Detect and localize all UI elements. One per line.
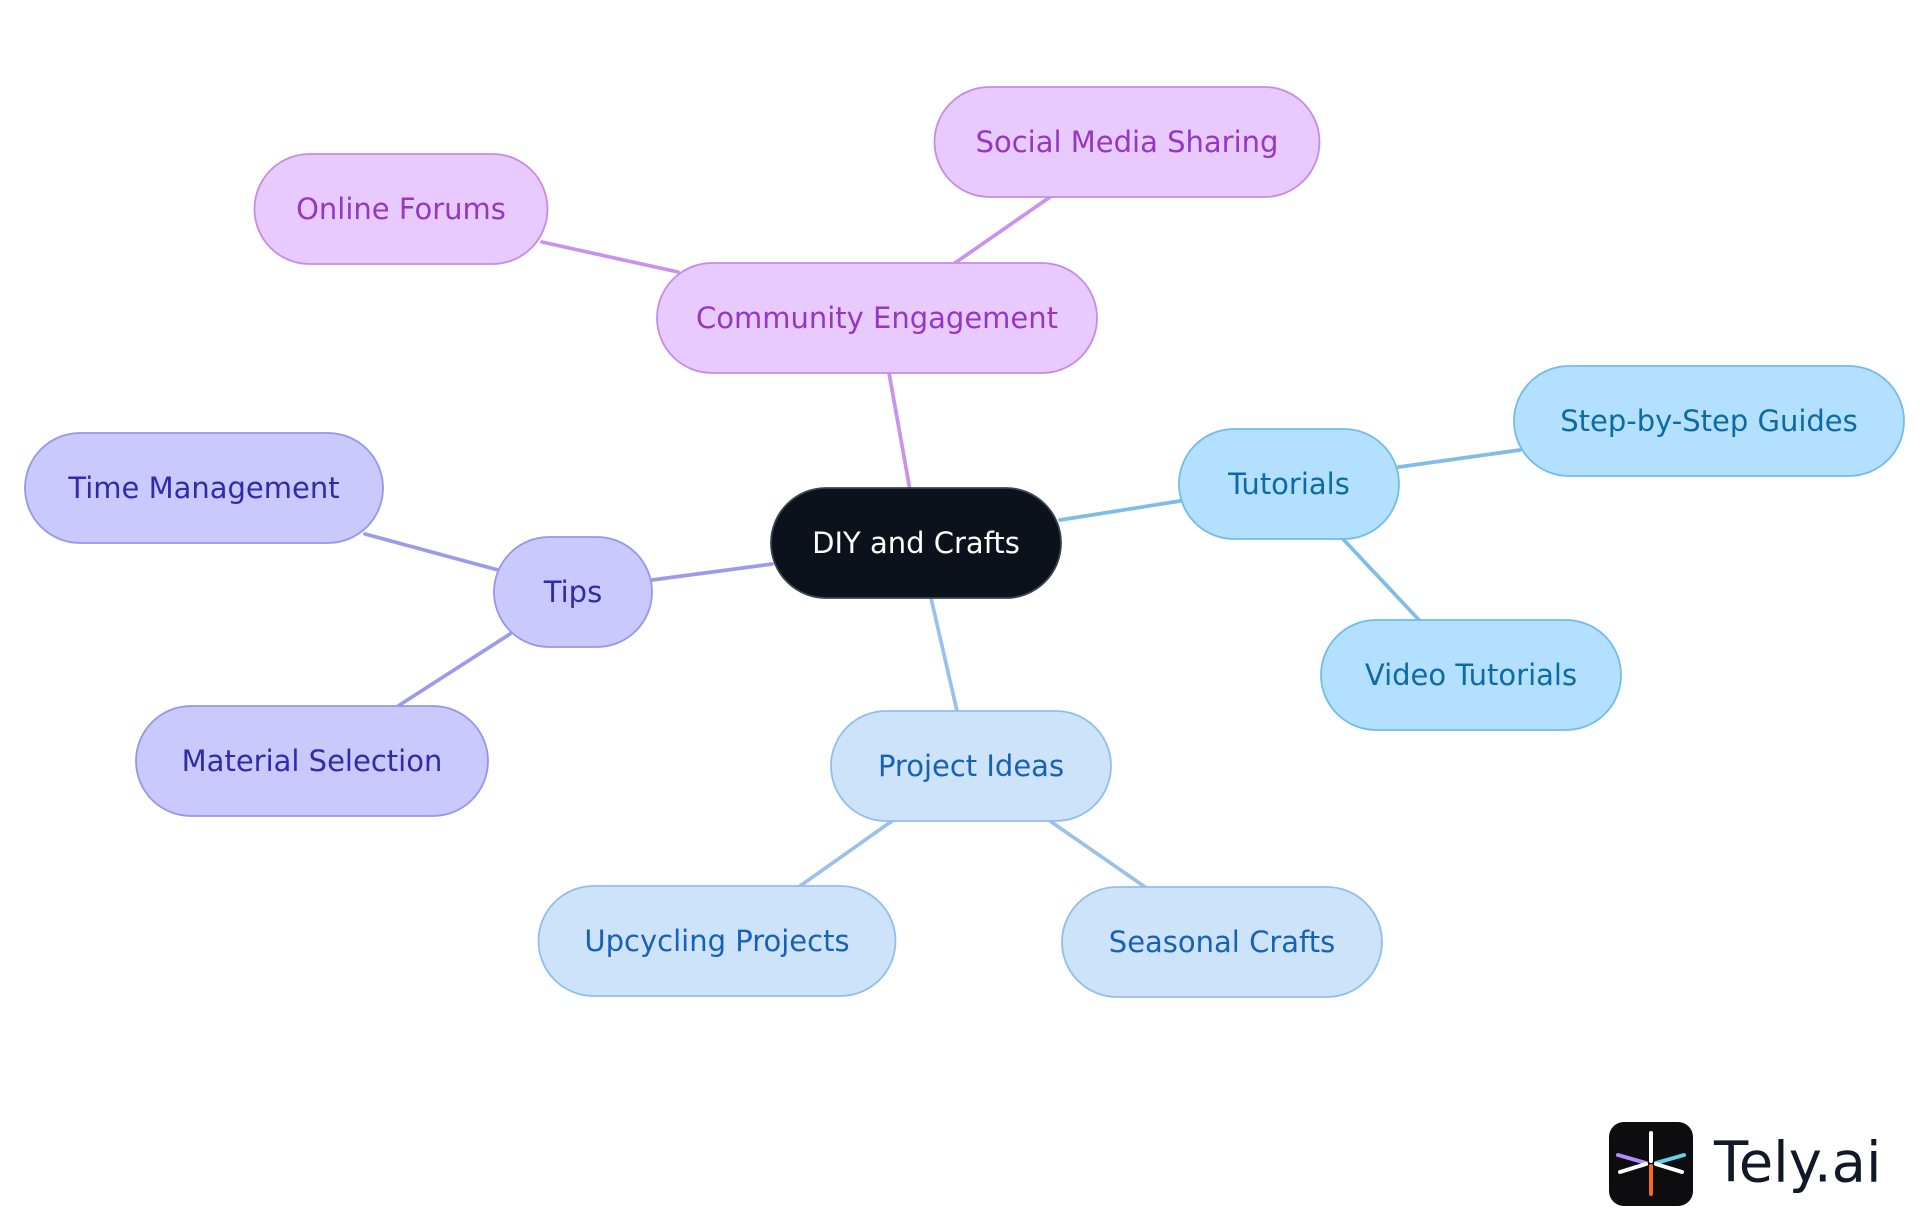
central-node-diy-and-crafts[interactable]: DIY and Crafts [770, 487, 1062, 599]
leaf-node-material-selection[interactable]: Material Selection [135, 705, 489, 817]
leaf-node-online-forums-shape [253, 153, 549, 265]
edge-project-ideas-to-seasonal-crafts [1048, 819, 1147, 889]
branch-node-tips[interactable]: Tips [493, 536, 653, 648]
edge-tutorials-to-video-tutorials [1341, 537, 1421, 622]
leaf-node-seasonal-crafts-shape [1061, 886, 1383, 998]
brand-name: Tely.ai [1713, 1131, 1882, 1196]
leaf-node-video-tutorials[interactable]: Video Tutorials [1320, 619, 1622, 731]
leaf-node-social-media-sharing[interactable]: Social Media Sharing [933, 86, 1321, 198]
leaf-node-online-forums-label: Online Forums [296, 192, 506, 226]
edge-community-engagement-to-social-media-sharing [953, 195, 1052, 265]
leaf-node-social-media-sharing-label: Social Media Sharing [976, 125, 1279, 159]
branch-node-tips-label: Tips [543, 575, 602, 609]
central-node-diy-and-crafts-shape [770, 487, 1062, 599]
leaf-node-seasonal-crafts-label: Seasonal Crafts [1109, 925, 1335, 959]
branch-node-community-engagement-label: Community Engagement [696, 301, 1058, 335]
edge-central-to-tutorials [1058, 499, 1182, 522]
branch-node-tips-shape [493, 536, 653, 648]
branch-node-tutorials-shape [1178, 428, 1400, 540]
branch-node-tutorials[interactable]: Tutorials [1178, 428, 1400, 540]
tely-asterisk-strokes [1616, 1131, 1686, 1196]
edges-layer [363, 195, 1522, 889]
central-node-diy-and-crafts-label: DIY and Crafts [812, 526, 1020, 560]
leaf-node-time-management-shape [24, 432, 384, 544]
branch-node-tutorials-label: Tutorials [1227, 467, 1350, 501]
leaf-node-time-management[interactable]: Time Management [24, 432, 384, 544]
brand-logo: Tely.ai [1609, 1122, 1882, 1206]
leaf-node-material-selection-shape [135, 705, 489, 817]
branch-node-community-engagement[interactable]: Community Engagement [656, 262, 1098, 374]
edge-tips-to-material-selection [396, 632, 512, 708]
nodes-layer: DIY and Crafts Community Engagement Online… [24, 86, 1905, 998]
leaf-node-upcycling-projects-shape [537, 885, 897, 997]
leaf-node-upcycling-projects-label: Upcycling Projects [584, 924, 849, 958]
leaf-node-time-management-label: Time Management [67, 471, 339, 505]
leaf-node-step-by-step-guides-shape [1513, 365, 1905, 477]
edge-tips-to-time-management [363, 532, 500, 572]
leaf-node-video-tutorials-shape [1320, 619, 1622, 731]
leaf-node-upcycling-projects[interactable]: Upcycling Projects [537, 885, 897, 997]
leaf-node-step-by-step-guides-label: Step-by-Step Guides [1560, 404, 1858, 438]
leaf-node-material-selection-label: Material Selection [182, 744, 443, 778]
edge-tutorials-to-step-by-step-guides [1397, 448, 1522, 469]
branch-node-project-ideas-shape [830, 710, 1112, 822]
branch-node-project-ideas[interactable]: Project Ideas [830, 710, 1112, 822]
branch-node-project-ideas-label: Project Ideas [878, 749, 1064, 783]
leaf-node-step-by-step-guides[interactable]: Step-by-Step Guides [1513, 365, 1905, 477]
leaf-node-social-media-sharing-shape [933, 86, 1321, 198]
edge-central-to-project-ideas [929, 596, 959, 713]
edge-project-ideas-to-upcycling-projects [798, 819, 894, 888]
branch-node-community-engagement-shape [656, 262, 1098, 374]
leaf-node-seasonal-crafts[interactable]: Seasonal Crafts [1061, 886, 1383, 998]
edge-central-to-tips [650, 562, 774, 582]
edge-community-engagement-to-online-forums [540, 240, 680, 274]
leaf-node-online-forums[interactable]: Online Forums [253, 153, 549, 265]
edge-central-to-community-engagement [887, 371, 912, 492]
leaf-node-video-tutorials-label: Video Tutorials [1365, 658, 1577, 692]
